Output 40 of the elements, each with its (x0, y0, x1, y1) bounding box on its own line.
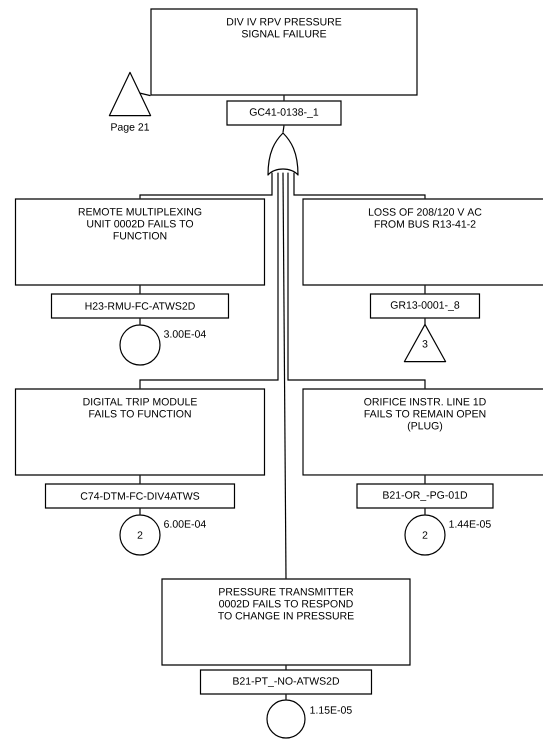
connector-line (285, 666, 287, 670)
connector-line (424, 508, 426, 514)
event-box: ORIFICE INSTR. LINE 1D FAILS TO REMAIN OPEN (PLUG) (302, 388, 543, 476)
connector-line (424, 318, 426, 324)
transfer-triangle (108, 72, 152, 116)
transfer-triangle: 3 (404, 324, 446, 362)
or-gate (267, 132, 299, 176)
connector-line (287, 172, 426, 388)
id-box: C74-DTM-FC-DIV4ATWS (44, 483, 236, 509)
connector-line (139, 172, 273, 198)
connector-line (293, 172, 426, 198)
id-box: GR13-0001-_8 (370, 293, 480, 319)
basic-event-circle (119, 324, 161, 366)
probability-label: 3.00E-04 (164, 330, 206, 338)
connector-line (424, 286, 426, 294)
connector-line (139, 508, 141, 514)
basic-event-circle (266, 699, 306, 739)
event-box: PRESSURE TRANSMITTER 0002D FAILS TO RESPOND TO CHANGE IN PRESSURE (161, 578, 411, 666)
probability-label: 1.15E-05 (310, 706, 352, 714)
event-box: DIV IV RPV PRESSURE SIGNAL FAILURE (150, 8, 418, 96)
event-box: DIGITAL TRIP MODULE FAILS TO FUNCTION (14, 388, 266, 476)
connector-line (140, 92, 151, 96)
connector-line (283, 96, 285, 100)
event-box: LOSS OF 208/120 V AC FROM BUS R13-41-2 (302, 198, 543, 286)
connector-line (285, 694, 287, 700)
probability-label: 6.00E-04 (164, 520, 206, 528)
id-box: B21-OR_-PG-01D (356, 483, 494, 509)
probability-label: 1.44E-05 (449, 520, 491, 528)
connector-line (139, 286, 141, 294)
connector-line (139, 476, 141, 484)
id-box: GC41-0138-_1 (226, 100, 342, 126)
id-box: B21-PT_-NO-ATWS2D (200, 669, 372, 695)
connector-line (282, 172, 287, 578)
event-box: REMOTE MULTIPLEXING UNIT 0002D FAILS TO FUNCTION (14, 198, 266, 286)
page-reference: Page 21 (111, 123, 150, 133)
id-box: H23-RMU-FC-ATWS2D (50, 293, 230, 319)
connector-line (282, 126, 285, 132)
connector-line (139, 318, 141, 324)
connector-line (139, 172, 279, 388)
connector-line (424, 476, 426, 484)
